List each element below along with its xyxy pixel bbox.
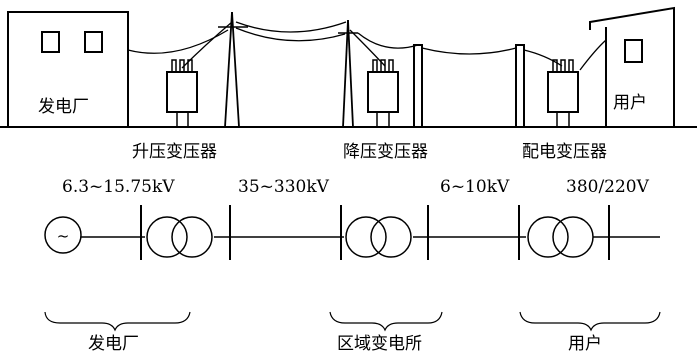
voltage-distribution: 6~10kV <box>440 177 510 197</box>
transformer-symbol-distribution <box>527 216 594 258</box>
transformer-symbol-step-down <box>345 216 412 258</box>
voltage-user: 380/220V <box>566 177 650 197</box>
step-up-transformer-label: 升压变压器 <box>132 142 217 162</box>
plant-label: 发电厂 <box>38 97 89 117</box>
brace-label-user: 用户 <box>568 334 602 354</box>
substation-pole <box>413 44 423 128</box>
brace-user <box>519 311 661 332</box>
distribution-pole <box>515 44 525 128</box>
brace-plant <box>44 311 191 332</box>
transmission-tower <box>218 11 248 128</box>
house-window <box>624 39 643 63</box>
step-up-transformer <box>166 59 198 127</box>
brace-label-plant: 发电厂 <box>88 334 139 354</box>
power-plant-building: 发电厂 <box>7 11 129 127</box>
plant-window <box>41 31 60 53</box>
voltage-generation: 6.3~15.75kV <box>62 177 175 197</box>
brace-label-substation: 区域变电所 <box>337 334 422 354</box>
user-house: 用户 <box>589 6 675 127</box>
user-label: 用户 <box>613 93 647 113</box>
plant-window <box>84 31 103 53</box>
generator-glyph: ~ <box>57 227 70 245</box>
voltage-transmission: 35~330kV <box>238 177 330 197</box>
generator-symbol: ~ <box>44 216 82 254</box>
brace-substation <box>329 311 443 332</box>
substation-tower <box>338 19 358 128</box>
step-down-transformer-label: 降压变压器 <box>343 142 428 162</box>
overhead-wires <box>127 21 607 71</box>
distribution-transformer-label: 配电变压器 <box>522 142 607 162</box>
step-down-transformer <box>367 59 399 127</box>
transformer-symbol-step-up <box>146 216 213 258</box>
distribution-transformer <box>547 59 579 127</box>
